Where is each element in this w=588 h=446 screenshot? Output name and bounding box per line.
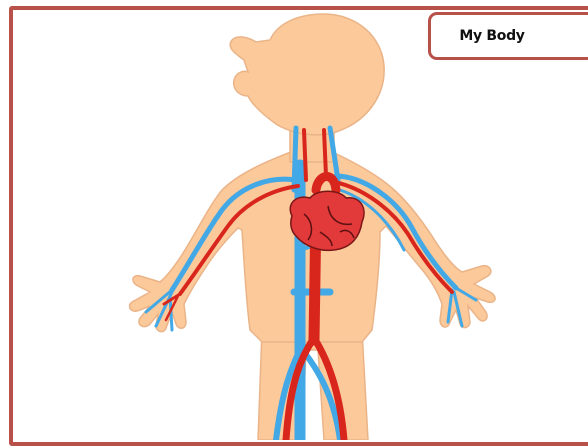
title-badge: My Body — [428, 12, 588, 60]
heart-icon — [290, 191, 364, 250]
page-title: My Body — [459, 28, 524, 44]
